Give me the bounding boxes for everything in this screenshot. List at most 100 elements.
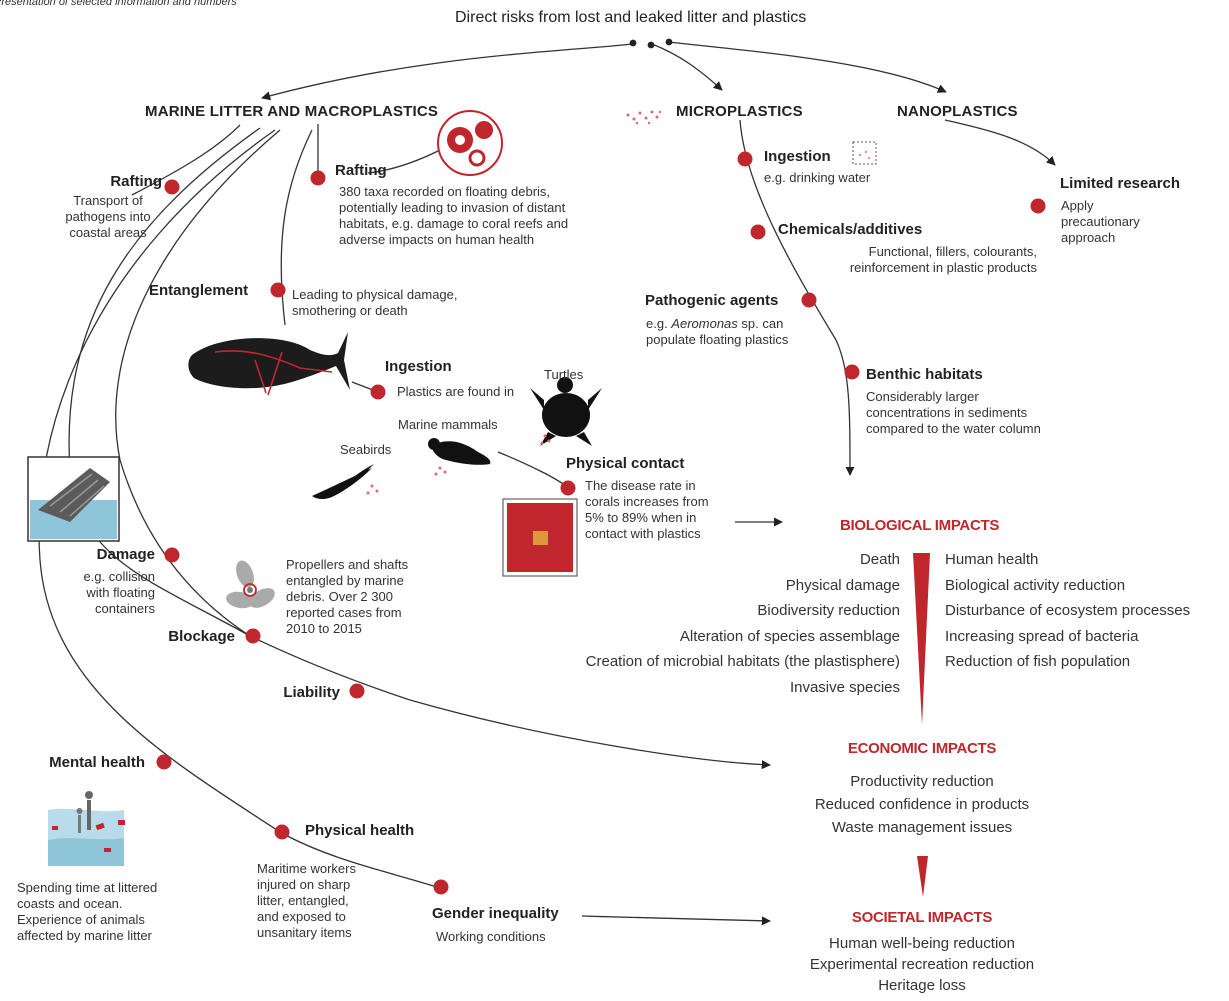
biological-to-economic-triangle — [913, 553, 930, 725]
impact-item: Reduced confidence in products — [814, 796, 1030, 813]
impact-item: Productivity reduction — [850, 773, 994, 790]
impact-item: Biological activity reduction — [945, 576, 1126, 594]
species-name: Aeromonas — [671, 316, 738, 331]
category-macroplastics: MARINE LITTER AND MACROPLASTICS — [145, 103, 439, 120]
text-line: 380 taxa recorded on floating debris, — [339, 184, 551, 199]
node-dot-physical-health — [274, 824, 290, 840]
text-line: Propellers and shafts — [286, 557, 409, 572]
pathogenic-title: Pathogenic agents — [645, 292, 779, 309]
node-dot-micro-ingestion — [737, 151, 753, 167]
economic-impacts-list: Productivity reduction Reduced confidenc… — [772, 770, 1072, 839]
node-dot-pathogenic — [801, 292, 817, 308]
benthic-text: Considerably larger concentrations in se… — [866, 389, 1041, 437]
blockage-text: Propellers and shafts entangled by marin… — [286, 557, 408, 637]
node-dot-liability — [349, 683, 365, 699]
gender-inequality-title: Gender inequality — [432, 905, 559, 922]
sinking-ship-icon — [27, 456, 120, 542]
node-dot-mental-health — [156, 754, 172, 770]
text-line: Considerably larger — [866, 389, 979, 404]
node-dot-rafting-left — [164, 179, 180, 195]
text-line: potentially leading to invasion of dista… — [339, 200, 566, 215]
impact-item: Alteration of species assemblage — [679, 627, 900, 645]
mental-health-line — [38, 129, 441, 889]
text-line: injured on sharp — [257, 877, 351, 892]
rafting-center-title: Rafting — [335, 162, 387, 179]
societal-impacts-list: Human well-being reduction Experimental … — [772, 933, 1072, 996]
title-dot — [647, 41, 655, 49]
text-line: corals increases from — [585, 494, 709, 509]
branch-nano-to-limited-research — [944, 119, 1056, 166]
beach-people-icon — [48, 791, 125, 866]
text-line: affected by marine litter — [17, 928, 152, 943]
text-line: Experience of animals — [17, 912, 145, 927]
text-line: The disease rate in — [585, 478, 696, 493]
title-dot — [665, 38, 673, 46]
impact-item: Physical damage — [785, 576, 900, 594]
physical-contact-title: Physical contact — [566, 455, 685, 472]
text-line: adverse impacts on human health — [339, 232, 535, 247]
text-line: with floating — [86, 585, 155, 600]
text-line: entangled by marine — [286, 573, 404, 588]
damage-title: Damage — [96, 546, 155, 563]
impact-item: Biodiversity reduction — [757, 602, 900, 619]
node-dot-limited-research — [1030, 198, 1046, 214]
limited-research-title: Limited research — [1060, 175, 1181, 192]
text-line: Leading to physical damage, — [292, 287, 458, 302]
impact-item: Reduction of fish population — [945, 653, 1131, 670]
node-dot-rafting-center — [310, 170, 326, 186]
node-dot-gender-inequality — [433, 879, 449, 895]
impact-item: Heritage loss — [878, 977, 966, 994]
impact-item: Disturbance of ecosystem processes — [945, 602, 1191, 619]
physical-contact-text: The disease rate in corals increases fro… — [585, 478, 709, 542]
biological-impacts-right-list: Human health Biological activity reducti… — [945, 547, 1190, 675]
entanglement-title: Entanglement — [149, 282, 249, 299]
rafting-icon-connector — [367, 149, 441, 174]
diagram-title: Direct risks from lost and leaked litter… — [455, 9, 807, 26]
damage-text: e.g. collision with floating containers — [40, 569, 155, 617]
branch-to-microplastics — [651, 43, 723, 91]
rafting-magnifier-icon — [437, 110, 503, 176]
rafting-center-text: 380 taxa recorded on floating debris, po… — [339, 184, 568, 248]
liability-title: Liability — [283, 684, 340, 701]
text-fragment: sp. can — [737, 316, 784, 331]
text-line: compared to the water column — [866, 421, 1041, 436]
economic-impacts-title: ECONOMIC IMPACTS — [847, 740, 997, 757]
coral-square-icon — [502, 498, 578, 577]
title-dot — [629, 39, 637, 47]
text-line: precautionary — [1061, 214, 1140, 229]
mental-health-title: Mental health — [49, 754, 145, 771]
impact-item: Invasive species — [789, 678, 900, 696]
impact-item: Human health — [945, 551, 1039, 568]
gender-arrow-line — [581, 915, 771, 926]
whale-icon — [188, 332, 350, 396]
label-marine-mammals: Marine mammals — [398, 417, 498, 432]
text-line: 5% to 89% when in — [585, 510, 697, 525]
text-line: pathogens into — [65, 209, 151, 224]
text-line: smothering or death — [292, 303, 408, 318]
text-line: Maritime workers — [257, 861, 356, 876]
chemicals-title: Chemicals/additives — [778, 221, 923, 238]
text-line: concentrations in sediments — [866, 405, 1028, 420]
mammals-to-contact-line — [497, 451, 569, 489]
micro-ingestion-title: Ingestion — [764, 148, 831, 165]
text-line: contact with plastics — [585, 526, 701, 541]
text-line: coastal areas — [69, 225, 147, 240]
rafting-left-text: Transport of pathogens into coastal area… — [52, 193, 164, 241]
text-line: Transport of — [73, 193, 143, 208]
text-line: 2010 to 2015 — [286, 621, 362, 636]
text-line: litter, entangled, — [257, 893, 349, 908]
figure-caption: Presentation of selected information and… — [0, 0, 237, 8]
limited-research-text: Apply precautionary approach — [1061, 198, 1140, 246]
text-line: e.g. collision — [83, 569, 155, 584]
societal-impacts-title: SOCIETAL IMPACTS — [851, 909, 993, 926]
seabird-icon — [312, 464, 374, 499]
node-dot-ingestion — [370, 384, 386, 400]
node-dot-blockage — [245, 628, 261, 644]
text-line: unsanitary items — [257, 925, 352, 940]
micro-ingestion-text: e.g. drinking water — [764, 170, 871, 185]
text-line: approach — [1061, 230, 1116, 245]
text-line: coasts and ocean. — [17, 896, 123, 911]
text-line: reinforcement in plastic products — [849, 260, 1037, 275]
category-nanoplastics: NANOPLASTICS — [897, 103, 1018, 120]
